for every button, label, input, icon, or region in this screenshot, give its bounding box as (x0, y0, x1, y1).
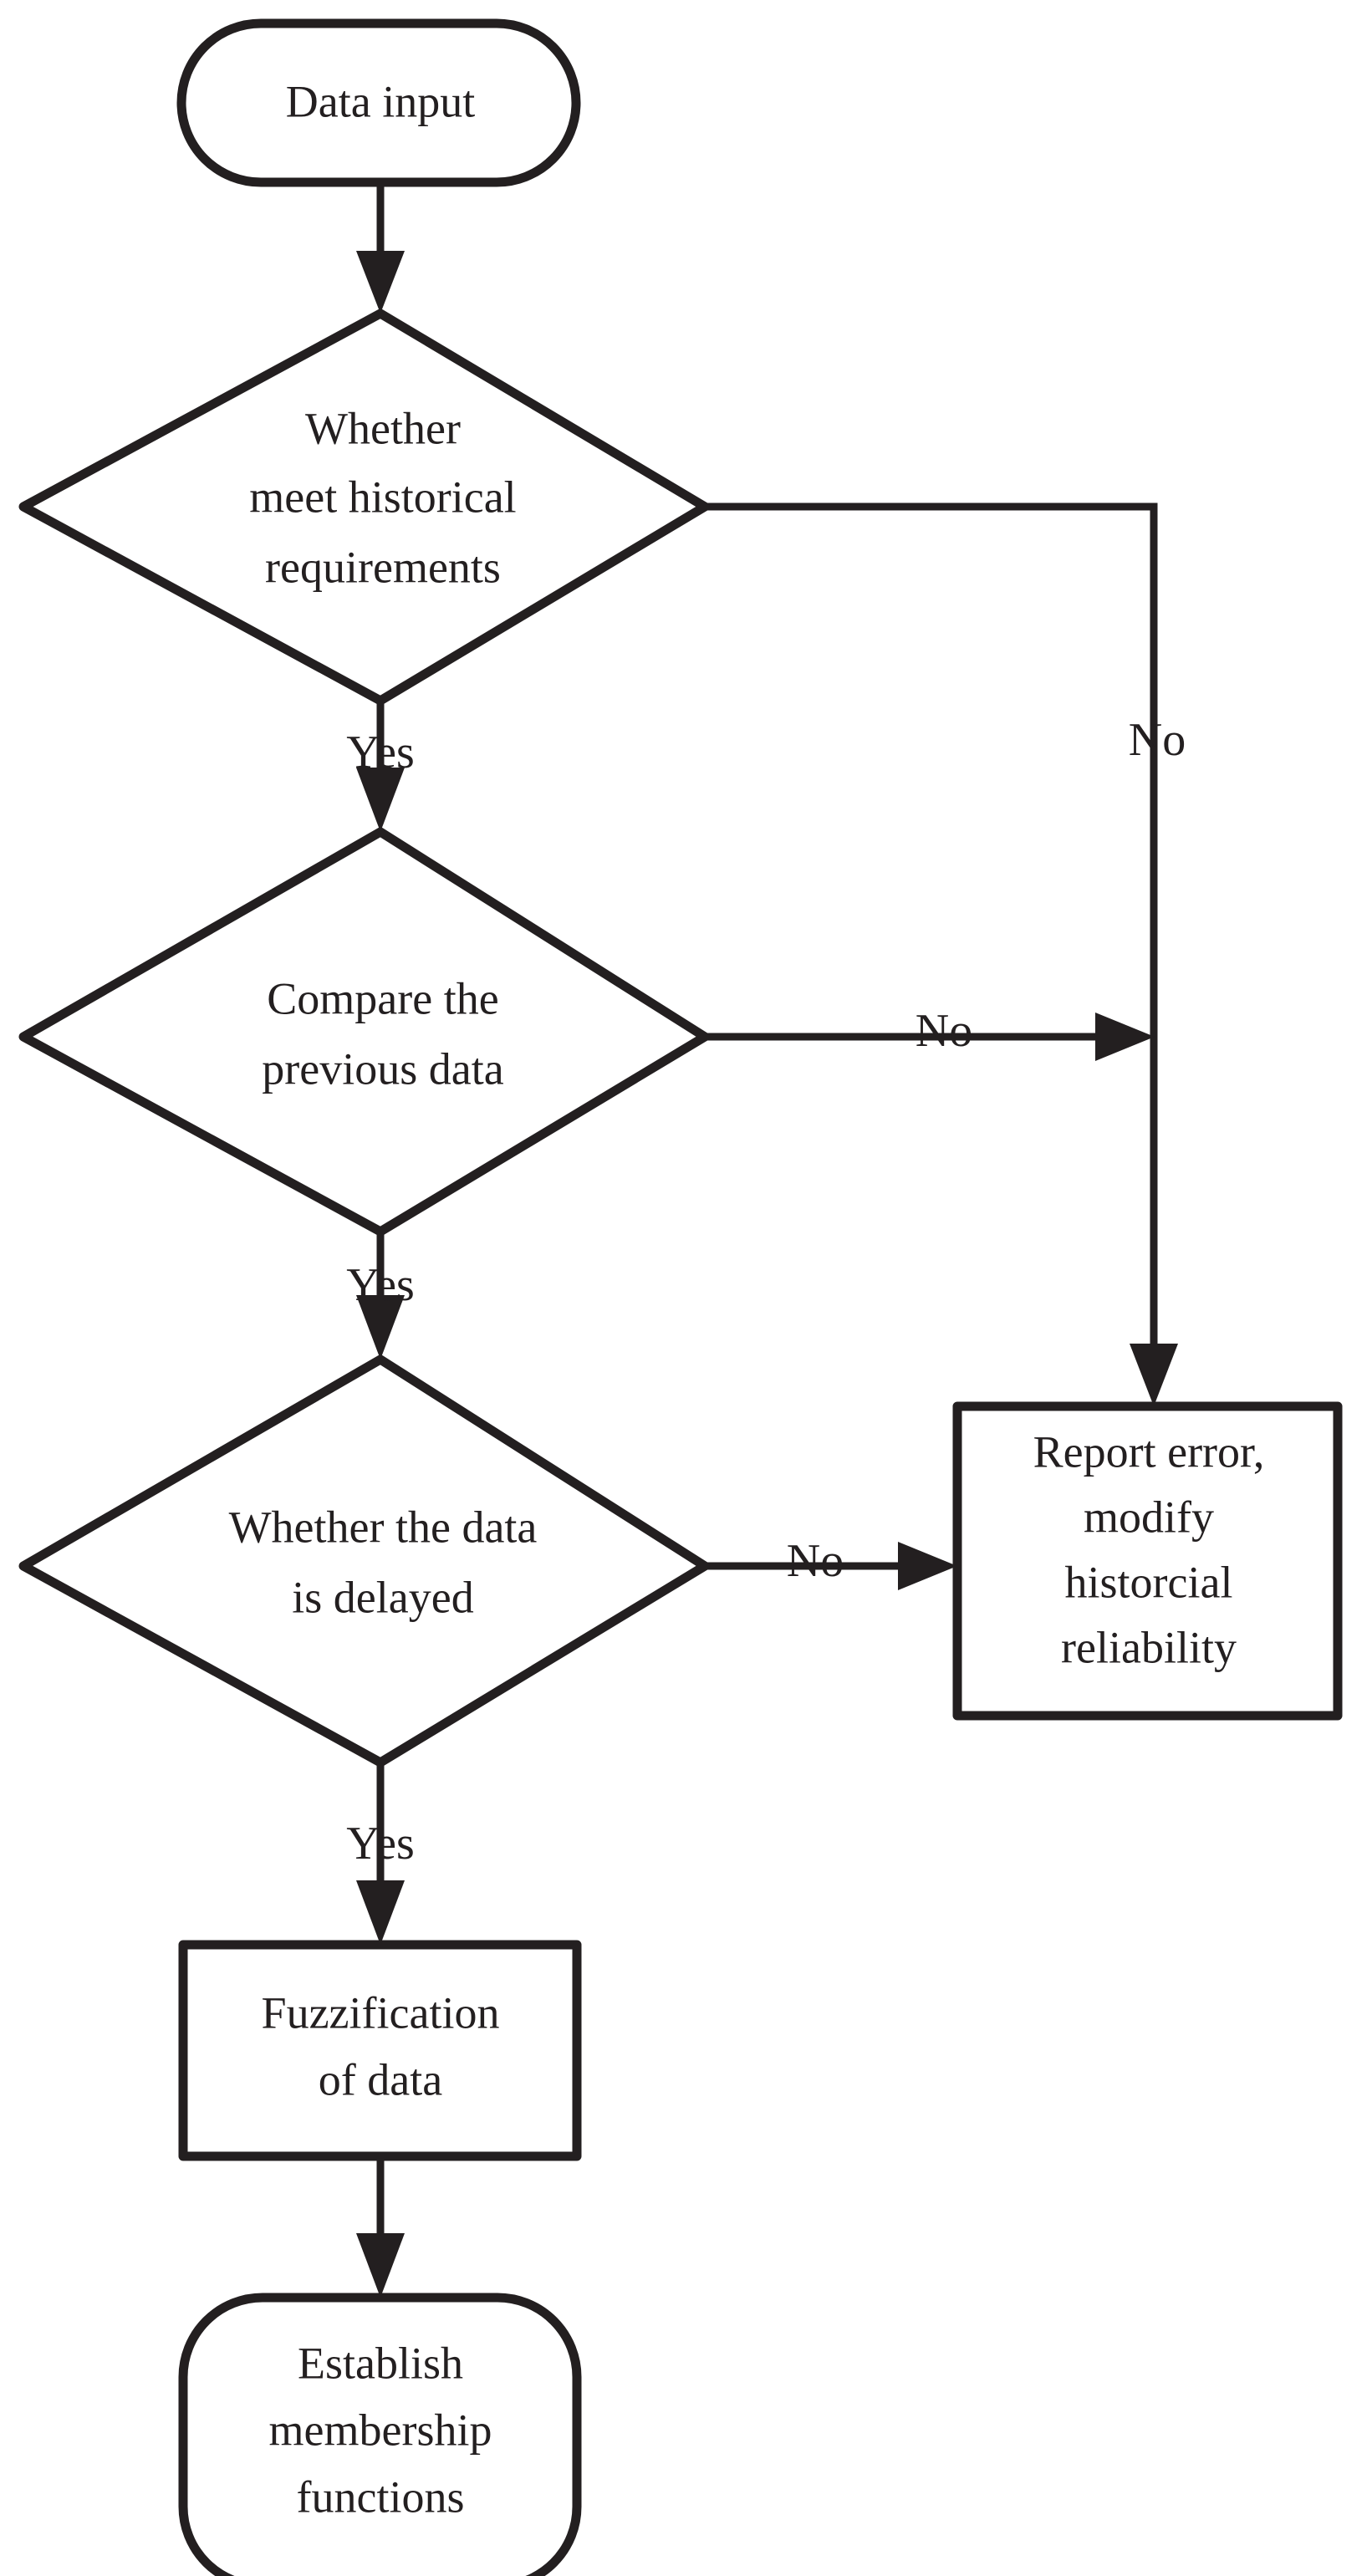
report-line-3: historcial (1065, 1557, 1233, 1607)
delayed-line-1: Whether the data (229, 1502, 538, 1552)
report-line-1: Report error, (1033, 1426, 1265, 1477)
edge-label-delayed-no: No (787, 1535, 844, 1587)
node-establish-membership[interactable]: Establish membership functions (178, 2293, 582, 2576)
edge-historical-no (705, 502, 1178, 1406)
edge-label-historical-yes: Yes (346, 727, 414, 778)
edge-fuzzification-to-establish (356, 2157, 405, 2298)
data-input-line-1: Data input (286, 76, 475, 126)
edge-input-to-historical (356, 182, 405, 314)
edge-delayed-no (705, 1542, 957, 1590)
edge-label-delayed-yes: Yes (346, 1818, 414, 1870)
node-compare-previous[interactable]: Compare the previous data (18, 827, 710, 1237)
historical-line-1: Whether (305, 403, 461, 453)
edge-historical-yes (356, 701, 405, 832)
report-line-4: reliability (1061, 1622, 1237, 1672)
report-line-2: modify (1084, 1492, 1214, 1542)
edge-label-compare-yes: Yes (346, 1259, 414, 1311)
edge-compare-no (705, 1013, 1155, 1061)
delayed-line-2: is delayed (292, 1572, 473, 1622)
edge-label-historical-no: No (1129, 714, 1186, 766)
node-whether-delayed[interactable]: Whether the data is delayed (18, 1354, 710, 1767)
edge-compare-yes (356, 1232, 405, 1359)
node-whether-historical[interactable]: Whether meet historical requirements (18, 309, 710, 706)
edge-delayed-yes (356, 1762, 405, 1945)
edge-label-compare-no: No (916, 1005, 972, 1057)
node-report-error[interactable]: Report error, modify historcial reliabil… (952, 1401, 1343, 1721)
node-fuzzification[interactable]: Fuzzification of data (178, 1940, 582, 2161)
historical-line-2: meet historical (249, 472, 516, 522)
establish-line-2: membership (269, 2405, 492, 2455)
fuzzification-line-2: of data (319, 2054, 442, 2104)
fuzzification-line-1: Fuzzification (262, 1987, 500, 2038)
establish-line-3: functions (297, 2471, 465, 2522)
compare-line-1: Compare the (267, 973, 498, 1023)
historical-line-3: requirements (265, 542, 501, 592)
compare-line-2: previous data (262, 1043, 503, 1094)
establish-line-1: Establish (298, 2338, 463, 2388)
node-data-input[interactable]: Data input (176, 18, 581, 187)
